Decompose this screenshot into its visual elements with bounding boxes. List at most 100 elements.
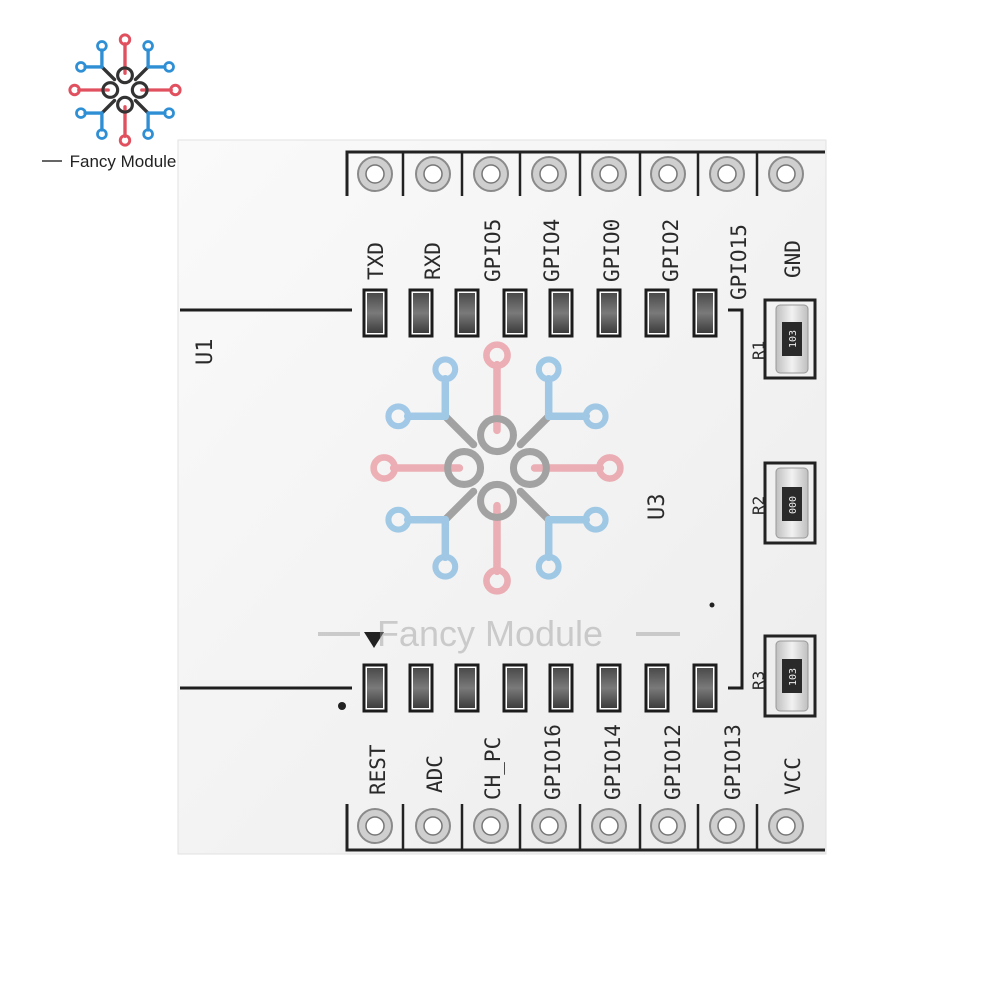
bottom-pin-hole [365,816,385,836]
resistor-r3: R3 103 [749,634,817,718]
top-pin-hole [365,164,385,184]
top-pad-row [362,288,718,338]
pin-label-gpio16: GPIO16 [541,724,565,800]
bottom-pad [697,668,713,708]
logo-node [444,448,485,488]
logo-node [385,506,412,533]
top-pad [649,293,665,333]
logo-node [370,454,399,482]
top-pin-labels: TXD RXD GPIO5 GPIO4 GPIO0 GPIO2 GPIO15 G… [364,219,805,300]
logo-node [582,403,609,430]
top-header-outline [345,150,825,196]
bottom-pin-hole [599,816,619,836]
module-outline [180,308,744,690]
logo-trace [133,98,150,115]
resistor-r1: R1 103 [749,298,817,380]
bottom-header [345,804,825,852]
logo-node [535,553,562,580]
logo-trace [441,412,478,449]
bottom-pad [413,668,429,708]
top-pad [553,293,569,333]
logo-node [432,356,459,383]
bottom-pad [553,668,569,708]
logo-node [163,61,175,73]
logo-node [118,33,132,46]
logo-node [169,83,182,97]
logo-node [96,128,108,140]
pin-label-gpio4: GPIO4 [540,219,564,282]
pin-label-gpio0: GPIO0 [600,219,624,282]
top-pin-hole [717,164,737,184]
top-pin-hole [423,164,443,184]
logo-node [116,66,134,85]
brand-logo [68,33,182,147]
bottom-pin-hole [539,816,559,836]
top-pad [459,293,475,333]
bottom-pin-hole [658,816,678,836]
top-pad [367,293,383,333]
logo-node [96,40,108,52]
logo-node [130,81,149,99]
bottom-pin-hole [717,816,737,836]
bottom-pin-hole [423,816,443,836]
top-pad [601,293,617,333]
top-pin-hole [599,164,619,184]
pin-label-gpio15: GPIO15 [727,224,751,300]
logo-trace [133,65,150,82]
logo-node [595,454,624,482]
logo-trace [441,487,478,524]
pcb-board [177,139,827,855]
logo-node [509,448,550,488]
logo-trace [516,412,553,449]
logo-node [142,128,154,140]
top-header [345,150,825,196]
bottom-pad [601,668,617,708]
logo-node [432,553,459,580]
top-pad [413,293,429,333]
bottom-header-outline [345,804,825,852]
logo-node [68,83,81,97]
pin-label-gpio2: GPIO2 [659,219,683,282]
logo-node [116,95,134,114]
pin1-dot [338,702,346,710]
pin-label-adc: ADC [423,755,447,793]
logo-node [385,403,412,430]
pin-label-txd: TXD [364,242,388,280]
top-pin-hole [658,164,678,184]
resistor-r2: R2 000 [749,461,817,545]
logo-node [75,107,87,119]
logo-node [118,134,132,147]
bottom-pad [459,668,475,708]
resistor-r3-designator: R3 [749,671,768,690]
logo-node [483,341,511,370]
pin-label-gpio14: GPIO14 [601,724,625,800]
top-pin-hole [539,164,559,184]
logo-node [535,356,562,383]
logo-trace [516,487,553,524]
top-pin-hole [481,164,501,184]
bottom-pin-hole [481,816,501,836]
fiducial-dot [709,602,715,608]
resistor-r3-marking: 103 [788,668,799,686]
resistor-r2-designator: R2 [749,496,768,515]
top-pad [507,293,523,333]
bottom-pad [507,668,523,708]
logo-node [582,506,609,533]
logo-node [101,81,120,99]
pin-label-rest: REST [366,744,390,795]
resistor-r1-designator: R1 [749,341,768,360]
logo-node [142,40,154,52]
pin-label-rxd: RXD [421,242,445,280]
bottom-pad [367,668,383,708]
logo-node [477,480,517,521]
logo-trace [100,98,117,115]
logo-node [75,61,87,73]
brand-name-text: Fancy Module [70,152,177,171]
pin-label-ch-pc: CH_PC [481,737,505,800]
bottom-pin-labels: REST ADC CH_PC GPIO16 GPIO14 GPIO12 GPIO… [366,724,805,800]
watermark-logo [370,341,624,595]
logo-node [163,107,175,119]
bottom-pad [649,668,665,708]
resistor-r2-marking: 000 [788,496,799,514]
